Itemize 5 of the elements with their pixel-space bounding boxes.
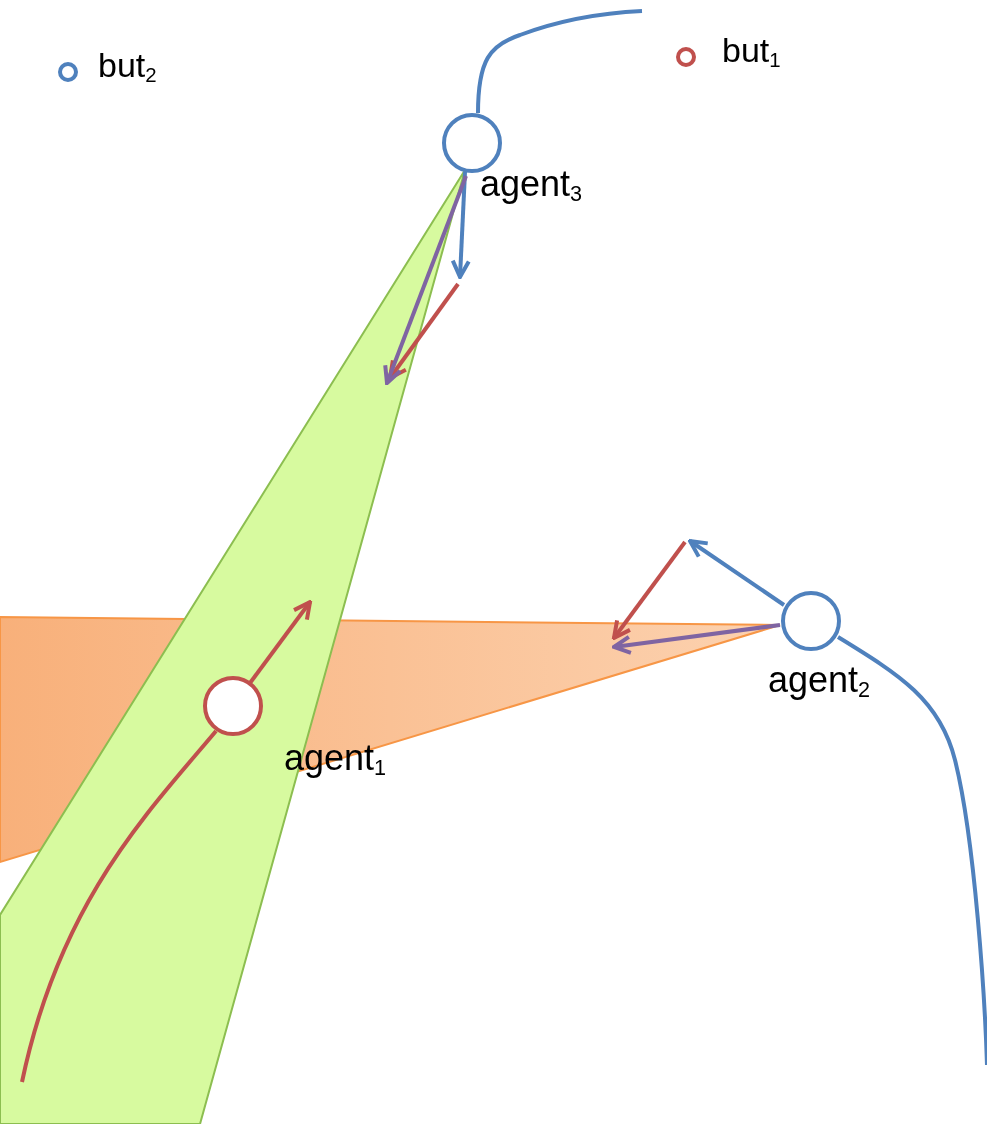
agent-label: agent$_{1}$ bbox=[284, 740, 387, 776]
goal-label: but$_{1}$ bbox=[722, 33, 781, 67]
agent-label: agent$_{2}$ bbox=[768, 662, 871, 698]
agent-label: agent$_{3}$ bbox=[480, 166, 583, 202]
goal-label: but$_{2}$ bbox=[98, 48, 157, 82]
